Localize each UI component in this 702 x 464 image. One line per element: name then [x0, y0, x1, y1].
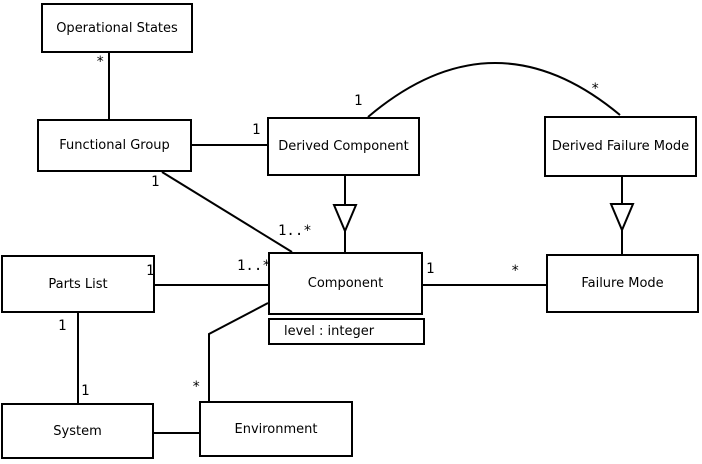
attribute-label: level : integer: [284, 324, 375, 339]
multiplicity-label: 1: [151, 174, 160, 190]
class-box-derived-failure-mode: Derived Failure Mode: [544, 116, 697, 177]
class-name-label: Failure Mode: [581, 276, 664, 291]
multiplicity-label: 1..*: [278, 223, 312, 239]
class-name-label: Derived Failure Mode: [551, 139, 690, 154]
class-name-label: Component: [307, 276, 384, 291]
class-name-label: Operational States: [56, 20, 178, 36]
class-box-parts-list: Parts List: [1, 255, 155, 313]
multiplicity-label: 1: [58, 318, 67, 334]
edge-component-environment: [208, 302, 269, 401]
class-name-label: Environment: [234, 421, 318, 437]
class-box-system: System: [1, 403, 154, 459]
multiplicity-label: *: [96, 54, 105, 70]
class-box-functional-group: Functional Group: [37, 119, 192, 172]
multiplicity-label: 1..*: [237, 258, 271, 274]
multiplicity-label: 1: [252, 122, 261, 138]
edge-functional-group-component: [161, 171, 293, 253]
multiplicity-label: *: [591, 81, 600, 97]
multiplicity-label: 1: [146, 263, 155, 279]
edge-arc-derived-component-derived-failure-mode: [367, 62, 621, 118]
class-box-failure-mode: Failure Mode: [546, 254, 699, 313]
multiplicity-label: 1: [354, 93, 363, 109]
class-name-label: System: [53, 423, 102, 439]
multiplicity-label: 1: [426, 261, 435, 277]
class-box-operational-states: Operational States: [41, 3, 193, 53]
class-name-label: Functional Group: [59, 138, 170, 153]
class-box-environment: Environment: [199, 401, 353, 457]
component-attribute-compartment: level : integer: [268, 318, 425, 345]
class-name-label: Derived Component: [278, 139, 409, 154]
class-box-derived-component: Derived Component: [267, 117, 420, 176]
multiplicity-label: *: [511, 263, 520, 279]
class-name-label: Parts List: [48, 276, 108, 292]
generalization-triangle-icon: [609, 203, 635, 233]
multiplicity-label: *: [192, 379, 201, 395]
generalization-triangle-icon: [332, 204, 358, 234]
multiplicity-label: 1: [81, 383, 90, 399]
class-box-component: Component: [268, 252, 423, 315]
